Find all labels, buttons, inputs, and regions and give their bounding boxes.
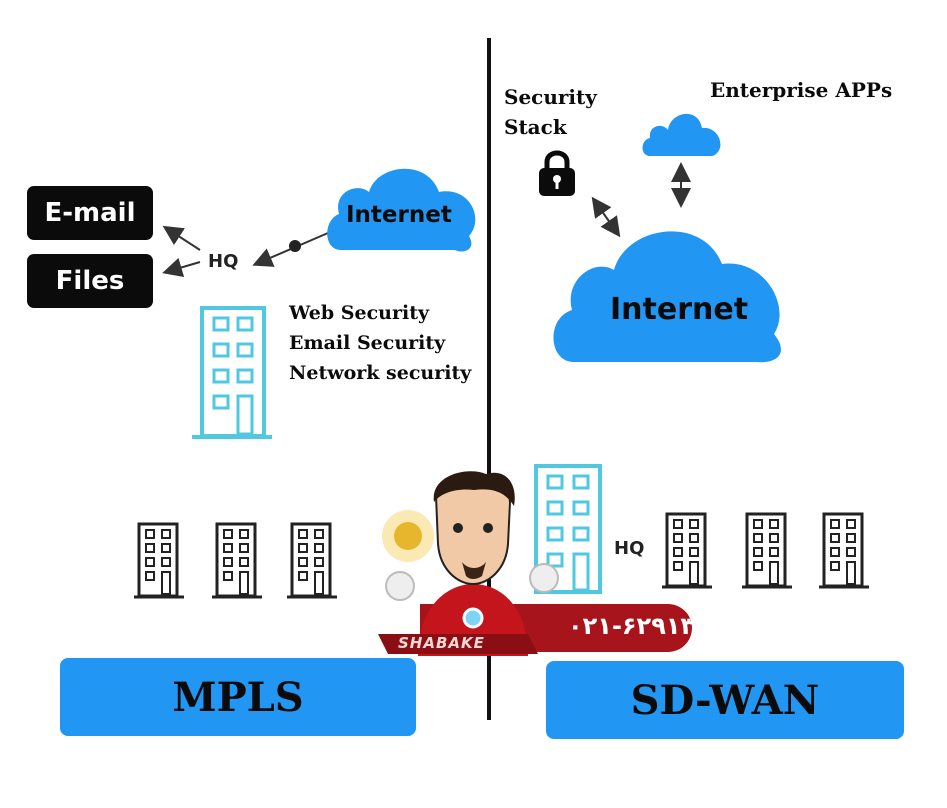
sdwan-title: SD-WAN <box>546 661 904 739</box>
mpls-title: MPLS <box>60 658 416 736</box>
mpls-branch-building-icon <box>212 522 262 599</box>
lock-icon <box>539 150 575 196</box>
email-label: E-mail <box>27 186 153 240</box>
sdwan-branch-building-icon <box>819 512 869 589</box>
security-item-web: Web Security <box>289 302 430 324</box>
mascot-logo-icon <box>378 471 559 656</box>
security-item-network: Network security <box>289 362 472 384</box>
sdwan-cloud-label: Internet <box>610 292 749 327</box>
security-item-email: Email Security <box>289 332 446 354</box>
files-label: Files <box>27 254 153 308</box>
sdwan-branch-building-icon <box>742 512 792 589</box>
sdwan-branch-building-icon <box>662 512 712 589</box>
sdwan-internet-cloud-icon <box>553 231 781 363</box>
watermark-phone: ۰۲۱-۶۲۹۱۳ <box>568 612 696 640</box>
connection-node <box>289 240 301 252</box>
enterprise-apps-label: Enterprise APPs <box>710 78 893 102</box>
watermark-brand: SHABAKE <box>398 634 485 652</box>
sdwan-hq-label: HQ <box>614 538 645 559</box>
mpls-branch-building-icon <box>134 522 184 599</box>
mpls-cloud-label: Internet <box>346 202 452 228</box>
enterprise-apps-cloud-icon <box>642 113 721 156</box>
lock-internet-arrow <box>591 196 621 238</box>
mpls-hq-building-icon <box>192 306 272 439</box>
center-divider <box>487 38 491 720</box>
mpls-hq-label: HQ <box>208 251 239 272</box>
sdwan-hq-building-icon <box>534 464 602 594</box>
arrow-to-email <box>162 225 201 251</box>
mpls-internet-cloud-icon <box>327 168 476 252</box>
mpls-branch-building-icon <box>287 522 337 599</box>
security-stack-line-1: Security <box>504 85 597 109</box>
security-stack-line-2: Stack <box>504 115 567 139</box>
security-stack-label: Security Stack <box>504 82 597 142</box>
arrow-to-files <box>162 257 201 278</box>
